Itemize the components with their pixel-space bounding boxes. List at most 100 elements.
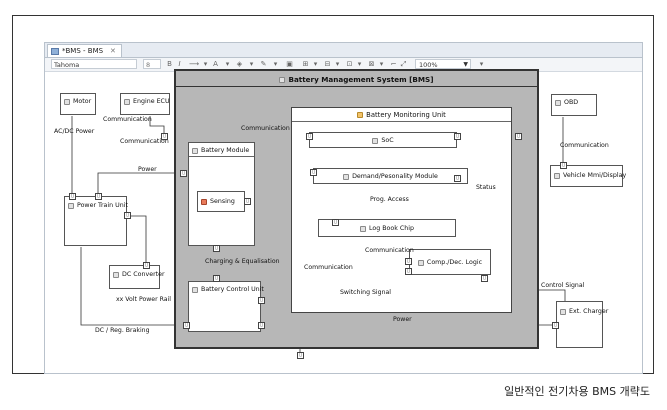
engine-ecu-header: Engine ECU xyxy=(124,98,170,105)
connector-powertrain-dcconv[interactable] xyxy=(127,215,147,262)
italic-icon[interactable]: I xyxy=(178,60,181,68)
filter-icon[interactable]: ▾ xyxy=(479,60,484,68)
port-powertrain-top2[interactable]: ▯ xyxy=(95,193,102,200)
block-icon xyxy=(554,172,560,179)
distribute-icon[interactable]: ⊡ xyxy=(346,60,353,68)
arrange-icon[interactable]: ⊞ xyxy=(302,60,309,68)
port-powertrain-right[interactable]: ▯ xyxy=(124,212,131,219)
demand-block[interactable]: Demand/Pesonality Module xyxy=(313,168,468,184)
sensing-label: Sensing xyxy=(210,198,235,205)
sensing-block[interactable]: Sensing xyxy=(197,191,245,212)
port-demand-right[interactable]: ▯ xyxy=(454,175,461,182)
battery-control-block[interactable]: Battery Control Unit xyxy=(188,281,264,332)
label-comm-ecu-top: Communication xyxy=(103,116,152,123)
ext-charger-block[interactable]: Ext. Charger xyxy=(556,301,608,348)
port-dcconv-top[interactable]: ▯ xyxy=(143,262,150,269)
block-icon xyxy=(555,99,561,106)
comp-block[interactable]: Comp./Dec. Logic xyxy=(409,249,491,275)
select-all-icon[interactable]: ▣ xyxy=(286,60,293,68)
port-bcu-right[interactable]: ▯ xyxy=(258,297,265,304)
block-icon xyxy=(359,225,366,232)
dropdown-arrow-icon[interactable]: ▾ xyxy=(357,60,362,68)
port-bcu-top[interactable]: ▯ xyxy=(213,275,220,282)
logbook-header: Log Book Chip xyxy=(319,225,455,232)
font-family-select[interactable]: Tahoma xyxy=(51,59,137,69)
connector-icon[interactable]: ⤢ xyxy=(400,60,407,68)
port-demand-left[interactable]: ▯ xyxy=(310,169,317,176)
block-icon xyxy=(357,112,364,118)
route-icon[interactable]: ⌐ xyxy=(390,60,397,68)
connector-power[interactable] xyxy=(97,172,183,193)
port-soc-left[interactable]: ▯ xyxy=(306,133,313,140)
zoom-value: 100% xyxy=(419,61,438,69)
dropdown-arrow-icon[interactable]: ▾ xyxy=(335,60,340,68)
bms-title: Battery Management System [BMS] xyxy=(288,75,434,84)
dropdown-arrow-icon[interactable]: ▾ xyxy=(273,60,278,68)
logbook-block[interactable]: Log Book Chip xyxy=(318,219,456,237)
dropdown-arrow-icon[interactable]: ▾ xyxy=(313,60,318,68)
group-icon[interactable]: ⊠ xyxy=(368,60,375,68)
port-comp-left[interactable]: ▯ xyxy=(405,258,412,265)
port-comp-left2[interactable]: ▯ xyxy=(405,268,412,275)
label-comm-logbook: Communication xyxy=(365,247,414,254)
obd-block[interactable]: OBD xyxy=(551,94,597,116)
fill-color-icon[interactable]: ◈ xyxy=(236,60,243,68)
chevron-down-icon: ▼ xyxy=(463,61,468,68)
label-comm-bcu: Communication xyxy=(304,264,353,271)
soc-block[interactable]: SoC xyxy=(309,132,457,148)
block-icon xyxy=(64,98,70,105)
motor-block[interactable]: Motor xyxy=(60,93,96,115)
dropdown-arrow-icon[interactable]: ▾ xyxy=(225,60,230,68)
dropdown-arrow-icon[interactable]: ▾ xyxy=(203,60,208,68)
bold-icon[interactable]: B xyxy=(167,60,172,68)
soc-label: SoC xyxy=(381,137,394,144)
line-style-icon[interactable]: ⟶ xyxy=(189,60,200,68)
port-vehicle-top[interactable]: ▯ xyxy=(560,162,567,169)
dropdown-arrow-icon[interactable]: ▾ xyxy=(249,60,254,68)
editor-tab-label: *BMS - BMS xyxy=(62,47,104,55)
block-icon xyxy=(560,308,566,315)
battery-control-header: Battery Control Unit xyxy=(192,286,264,293)
port-bms-bottom[interactable]: ▯ xyxy=(297,352,304,359)
dc-converter-label: DC Converter xyxy=(122,271,165,278)
connector-dc-braking[interactable] xyxy=(80,247,186,326)
label-power-left: Power xyxy=(138,166,157,173)
align-icon[interactable]: ⊟ xyxy=(324,60,331,68)
font-color-icon[interactable]: A xyxy=(213,60,218,68)
port-bcu-right2[interactable]: ▯ xyxy=(258,322,265,329)
port-sensing-right[interactable]: ▯ xyxy=(244,198,251,205)
zoom-select[interactable]: 100% ▼ xyxy=(415,59,471,69)
font-size-select[interactable]: 8 xyxy=(143,59,161,69)
port-bms-obd[interactable]: ▯ xyxy=(515,133,522,140)
engine-ecu-block[interactable]: Engine ECU xyxy=(120,93,170,115)
editor-tab[interactable]: *BMS - BMS ✕ xyxy=(47,44,122,57)
line-color-icon[interactable]: ✎ xyxy=(260,60,267,68)
battery-module-header: Battery Module xyxy=(192,147,249,154)
dropdown-arrow-icon[interactable]: ▾ xyxy=(379,60,384,68)
port-charger-left[interactable]: ▯ xyxy=(552,322,559,329)
port-bms-ecu[interactable]: ▯ xyxy=(161,133,168,140)
connector-ecu-bms[interactable] xyxy=(149,116,165,136)
power-train-block[interactable]: Power Train Unit xyxy=(64,196,128,246)
dc-converter-block[interactable]: DC Converter xyxy=(109,265,165,289)
block-icon xyxy=(113,271,119,278)
obd-header: OBD xyxy=(555,99,578,106)
block-icon xyxy=(343,173,350,180)
battery-module-divider xyxy=(189,156,254,157)
port-module-bottom[interactable]: ▯ xyxy=(213,245,220,252)
comp-label: Comp./Dec. Logic xyxy=(426,259,483,266)
port-bcu-left[interactable]: ▯ xyxy=(183,322,190,329)
port-powertrain-top[interactable]: ▯ xyxy=(69,193,76,200)
label-comm-module: Communication xyxy=(241,125,290,132)
port-soc-right[interactable]: ▯ xyxy=(454,133,461,140)
vehicle-mmi-block[interactable]: Vehicle Mmi/Display xyxy=(550,165,627,187)
block-icon xyxy=(417,259,424,266)
block-icon xyxy=(372,137,379,144)
port-logbook-top[interactable]: ▯ xyxy=(332,219,339,226)
label-power-bottom: Power xyxy=(393,316,412,323)
close-icon[interactable]: ✕ xyxy=(110,47,116,55)
vehicle-mmi-label: Vehicle Mmi/Display xyxy=(563,172,627,179)
port-bms-power[interactable]: ▯ xyxy=(180,170,187,177)
port-comp-bottom[interactable]: ▯ xyxy=(481,275,488,282)
label-control-signal: Control Signal xyxy=(541,282,585,289)
